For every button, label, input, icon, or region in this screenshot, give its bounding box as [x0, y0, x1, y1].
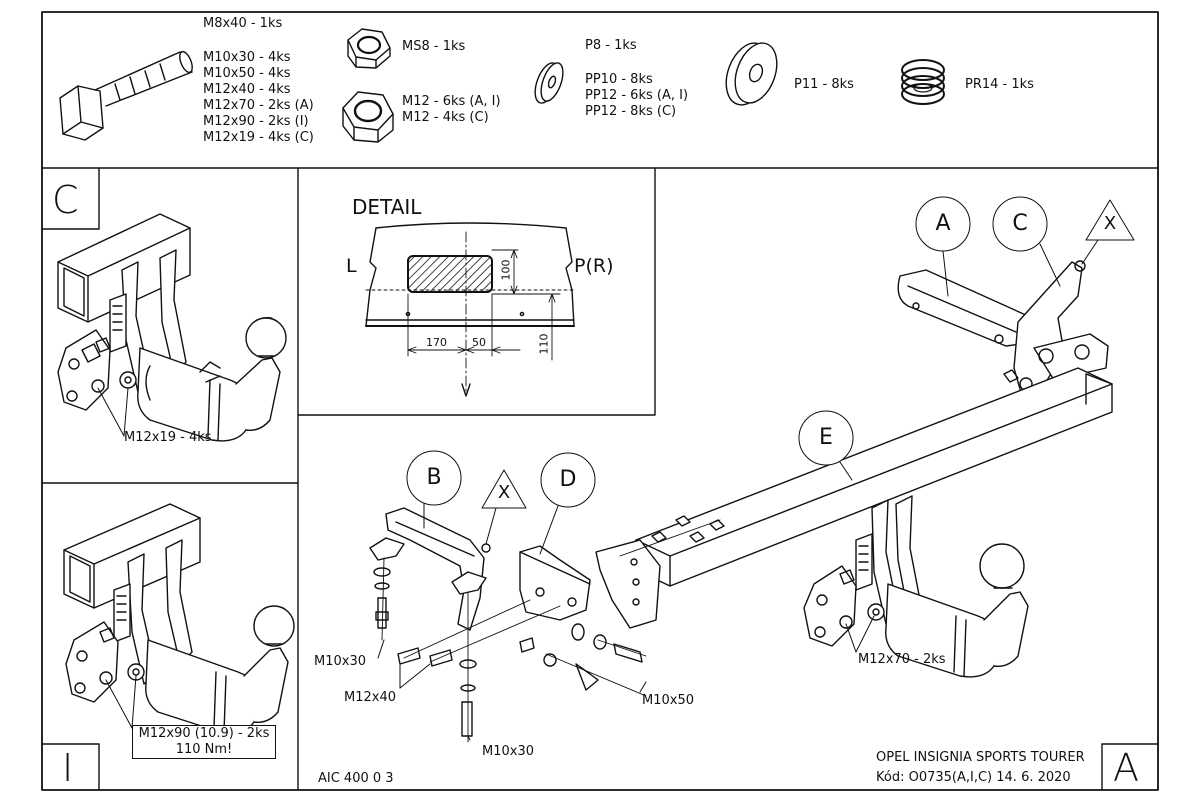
- variant-i-bolt-box: M12x90 (10.9) - 2ks 110 Nm!: [132, 725, 276, 759]
- bolt-label-m10x30-upper: M10x30: [314, 654, 366, 669]
- callout-a: A: [935, 211, 951, 236]
- variant-c-label: C: [52, 178, 79, 222]
- spring-pr14-label: PR14 - 1ks: [965, 77, 1034, 92]
- nut-m12-a-label: M12 - 6ks (A, I): [402, 94, 501, 109]
- callout-e: E: [819, 425, 833, 450]
- variant-i-torque-label: 110 Nm!: [175, 742, 233, 757]
- callout-x-top: X: [1103, 213, 1117, 234]
- washer-pp12-a-label: PP12 - 6ks (A, I): [585, 88, 689, 103]
- vehicle-model: OPEL INSIGNIA SPORTS TOURER: [876, 750, 1085, 765]
- detail-left-label: L: [346, 255, 357, 277]
- drawing-code: Kód: O0735(A,I,C) 14. 6. 2020: [876, 770, 1071, 785]
- variant-c-assembly: [57, 213, 287, 442]
- spring-icon: [901, 59, 945, 105]
- bolt-m12x70-label: M12x70 - 2ks (A): [203, 98, 314, 113]
- outer-frame: [41, 11, 1159, 791]
- bolt-m8x40-label: M8x40 - 1ks: [203, 16, 283, 31]
- callout-b: B: [426, 465, 442, 490]
- washer-large-icon: [725, 42, 778, 106]
- nut-m12-c-label: M12 - 4ks (C): [402, 110, 489, 125]
- callout-c: C: [1012, 211, 1028, 236]
- variant-c-bolt-label: M12x19 - 4ks: [124, 430, 212, 445]
- detail-dim-100: 100: [499, 259, 513, 281]
- callout-d: D: [559, 467, 577, 492]
- main-assembly: [369, 260, 1113, 743]
- washer-pp10-label: PP10 - 8ks: [585, 72, 653, 87]
- drawing-number: AIC 400 0 3: [318, 771, 394, 786]
- detail-dim-110: 110: [537, 333, 551, 355]
- bolt-m12x40-label: M12x40 - 4ks: [203, 82, 291, 97]
- bolt-m10x50-label: M10x50 - 4ks: [203, 66, 291, 81]
- bolt-icon: [59, 50, 193, 141]
- detail-section: [365, 222, 575, 397]
- callout-x-bottom: X: [497, 482, 511, 503]
- bolt-m10x30-label: M10x30 - 4ks: [203, 50, 291, 65]
- bolt-m12x19-label: M12x19 - 4ks (C): [203, 130, 314, 145]
- washer-small-icon: [534, 62, 564, 104]
- ms8-nut-icon: [347, 28, 391, 69]
- m12-nut-icon: [342, 91, 394, 143]
- nut-ms8-label: MS8 - 1ks: [402, 39, 466, 54]
- bolt-label-m12x40: M12x40: [344, 690, 396, 705]
- washer-pp12-c-label: PP12 - 8ks (C): [585, 104, 677, 119]
- callout-leaders: [97, 196, 1135, 741]
- variant-i-assembly: [63, 503, 295, 734]
- bolt-label-m12x70: M12x70 - 2ks: [858, 652, 946, 667]
- bolt-m12x90-label: M12x90 - 2ks (I): [203, 114, 309, 129]
- detail-dim-50: 50: [472, 336, 486, 349]
- bolt-label-m10x50: M10x50: [642, 693, 694, 708]
- washer-p8-label: P8 - 1ks: [585, 38, 637, 53]
- variant-i-bolt-label: M12x90 (10.9) - 2ks: [138, 726, 270, 741]
- detail-right-label: P(R): [574, 255, 614, 277]
- variant-i-label: I: [62, 746, 74, 790]
- detail-dim-170: 170: [426, 336, 447, 349]
- variant-a-label: A: [1113, 746, 1139, 790]
- bolt-label-m10x30-lower: M10x30: [482, 744, 534, 759]
- washer-p11-label: P11 - 8ks: [794, 77, 854, 92]
- detail-title: DETAIL: [352, 195, 422, 219]
